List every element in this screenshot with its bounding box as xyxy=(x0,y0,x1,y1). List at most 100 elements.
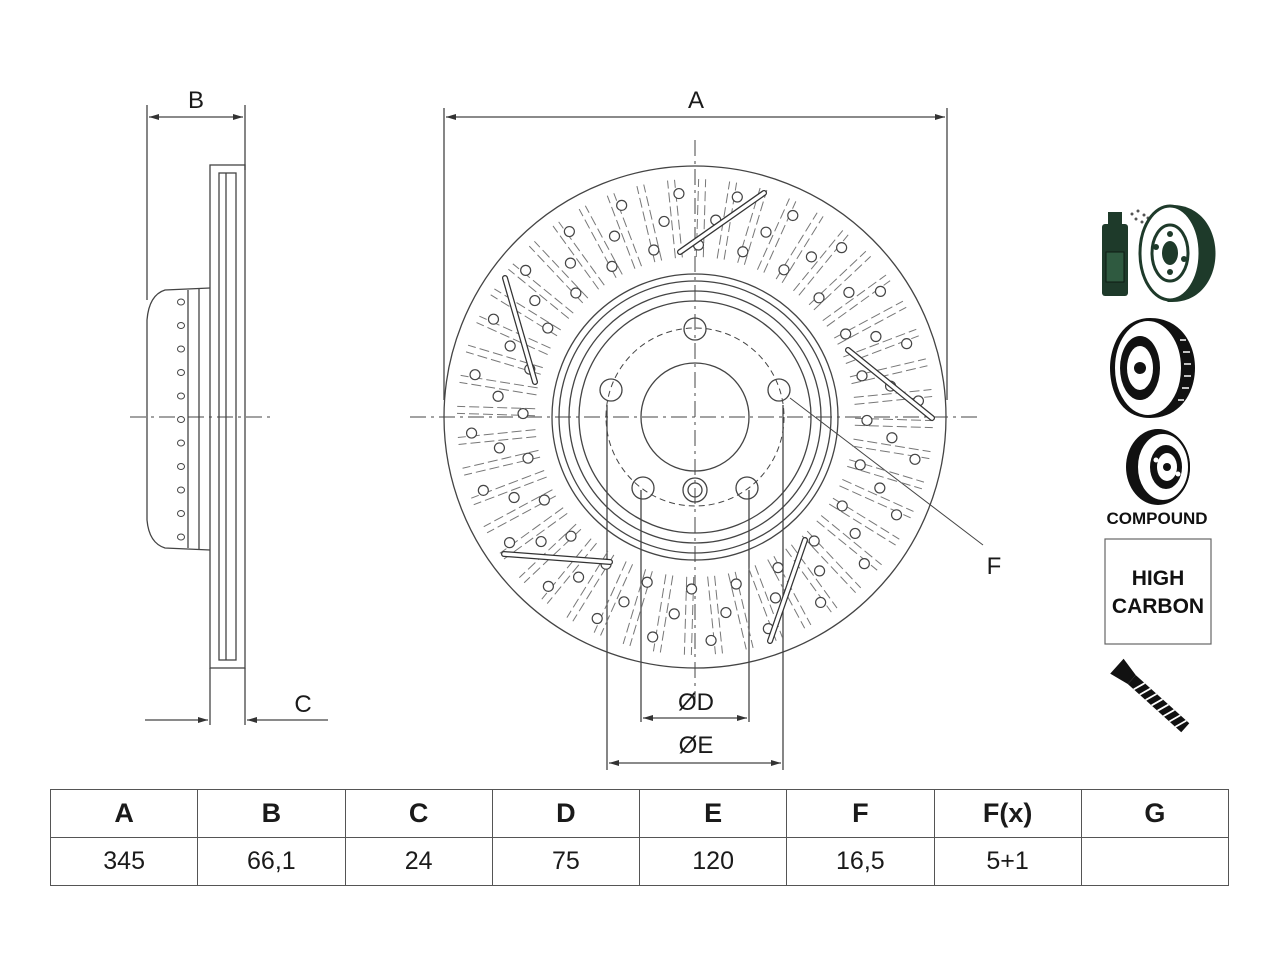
vent-slot-line xyxy=(458,436,537,445)
drill-hole xyxy=(487,313,500,325)
drill-hole xyxy=(477,484,489,496)
vent-slot-line xyxy=(734,571,754,648)
drill-hole xyxy=(836,242,848,254)
vent-slot-line xyxy=(659,575,674,653)
spec-header-d: D xyxy=(491,789,641,838)
drill-hole xyxy=(493,442,506,454)
vent-slot-line xyxy=(600,564,634,636)
side-hole xyxy=(177,510,185,517)
dim-e-label: ØE xyxy=(679,732,714,759)
vent-slot-line xyxy=(801,535,856,594)
spec-value-e: 120 xyxy=(638,837,788,886)
high-carbon-line2: CARBON xyxy=(1112,595,1204,618)
disc-grooves xyxy=(501,190,935,644)
vent-slot-line xyxy=(490,294,558,337)
drill-hole xyxy=(563,225,575,238)
vent-slot-line xyxy=(483,489,553,528)
drill-hole xyxy=(856,370,868,382)
vent-slot-line xyxy=(552,225,600,290)
bolt-hole xyxy=(767,378,791,402)
drill-hole xyxy=(465,427,478,439)
vent-slot-line xyxy=(494,288,562,331)
side-view xyxy=(130,105,328,725)
vent-slot-line xyxy=(842,478,914,512)
drill-hole xyxy=(760,226,772,238)
vent-slot-line xyxy=(473,476,547,506)
vent-slot-line xyxy=(822,274,887,322)
vent-slot-line xyxy=(702,179,707,258)
vent-slot-line xyxy=(851,365,928,385)
vent-slot-line xyxy=(566,550,609,618)
vent-slot-line xyxy=(832,497,900,540)
vent-slot-line xyxy=(837,306,907,345)
drill-hole xyxy=(813,292,825,304)
drill-hole xyxy=(564,257,577,269)
dim-d-label: ØD xyxy=(678,689,714,716)
spec-table-value-row: 345 66,1 24 75 120 16,5 5+1 xyxy=(49,837,1230,886)
drill-hole xyxy=(886,432,898,444)
disc-groove xyxy=(678,191,766,254)
drill-hole xyxy=(538,494,550,506)
drill-hole xyxy=(492,390,504,402)
drill-hole xyxy=(769,592,782,604)
bolt-circle xyxy=(605,327,785,507)
drill-hole xyxy=(529,294,541,307)
drill-hole xyxy=(787,209,799,222)
high-carbon-line1: HIGH xyxy=(1132,567,1185,590)
vent-slot-line xyxy=(793,230,844,292)
drill-hole xyxy=(608,230,621,242)
drill-hole xyxy=(606,260,618,272)
spec-value-c: 24 xyxy=(344,837,493,886)
drill-hole xyxy=(909,453,921,465)
spec-header-f: F xyxy=(786,789,935,838)
drill-hole xyxy=(503,537,516,549)
vent-slot-line xyxy=(855,417,934,422)
coated-disc-icon xyxy=(1138,204,1216,302)
vent-slot-line xyxy=(820,515,882,566)
spec-value-d: 75 xyxy=(491,837,641,886)
drill-hole xyxy=(861,414,873,427)
disc-groove xyxy=(846,348,934,420)
front-view xyxy=(410,108,984,770)
vent-slot-line xyxy=(534,240,589,299)
drill-hole xyxy=(673,187,685,200)
drill-hole xyxy=(616,199,628,211)
vent-slot-line xyxy=(465,351,541,375)
drill-hole xyxy=(840,328,852,340)
drill-hole xyxy=(668,608,680,620)
vent-slot-line xyxy=(808,250,867,306)
vent-slot-line xyxy=(767,559,806,629)
spec-table: A B C D E F F(x) G 345 66,1 24 75 120 16… xyxy=(49,789,1230,886)
drill-hole xyxy=(870,330,882,343)
spec-header-c: C xyxy=(344,789,493,838)
dim-b-label: B xyxy=(188,87,204,114)
drill-hole xyxy=(815,596,827,609)
vent-slot-line xyxy=(756,198,790,270)
vent-slot-line xyxy=(528,245,584,304)
drill-hole xyxy=(685,583,698,595)
vent-slot-line xyxy=(636,186,656,263)
spec-header-a: A xyxy=(49,789,199,838)
side-hole xyxy=(177,345,185,353)
compound-label: COMPOUND xyxy=(1106,509,1207,528)
vent-slot-line xyxy=(518,523,577,578)
vent-slot-line xyxy=(578,208,617,278)
spec-value-a: 345 xyxy=(49,837,199,886)
side-hat-holes xyxy=(177,298,185,541)
vent-slot-line xyxy=(716,181,731,259)
bolt-hole xyxy=(631,476,655,500)
drill-hole xyxy=(705,634,717,647)
vent-slot-line xyxy=(486,495,556,534)
vent-slot-line xyxy=(629,571,653,647)
drill-hole xyxy=(542,322,554,334)
drill-hole xyxy=(648,244,660,256)
vent-slot-line xyxy=(854,424,933,429)
side-hole xyxy=(177,486,185,494)
vent-slot-line xyxy=(775,212,818,280)
vent-slot-line xyxy=(813,256,872,311)
drill-hole xyxy=(874,482,886,494)
vent-slot-line xyxy=(572,554,615,622)
spray-can-icon xyxy=(1102,209,1150,296)
vent-slot-line xyxy=(683,576,688,655)
drill-hole xyxy=(849,527,861,540)
